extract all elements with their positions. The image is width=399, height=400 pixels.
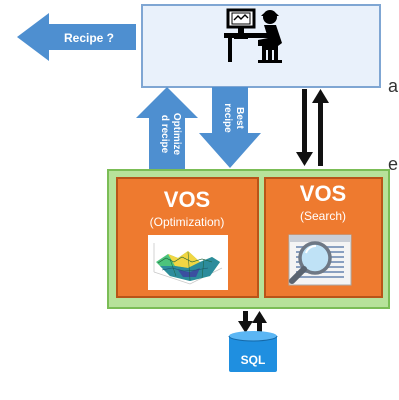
sql-down-black-arrow	[238, 311, 253, 333]
optimized-recipe-label-2: d recipe	[159, 115, 170, 154]
vos-search-subtitle: (Search)	[300, 209, 346, 223]
sql-label: SQL	[241, 353, 266, 367]
cropped-text-a: a	[388, 76, 399, 96]
best-recipe-label-1: Best	[234, 107, 245, 129]
best-recipe-down-arrow	[199, 87, 261, 168]
search-exchange-arrows	[296, 89, 329, 166]
up-black-arrow	[312, 89, 329, 166]
engineer-at-computer-icon	[224, 8, 282, 63]
magnifier-document-icon	[288, 234, 352, 286]
best-recipe-label-2: recipe	[222, 103, 233, 133]
vos-search-title: VOS	[300, 181, 346, 206]
recipe-query-arrow	[17, 13, 136, 61]
cropped-text-e: e	[388, 154, 399, 174]
sql-database-icon: SQL	[228, 331, 278, 372]
vos-optimization-title: VOS	[164, 187, 210, 212]
optimized-recipe-label-1: Optimize	[171, 113, 182, 156]
surface-plot-icon	[148, 235, 228, 290]
recipe-query-label: Recipe ?	[64, 31, 114, 45]
vos-optimization-subtitle: (Optimization)	[150, 215, 225, 229]
sql-up-black-arrow	[252, 311, 267, 333]
sql-exchange-arrows	[238, 311, 267, 333]
optimized-recipe-up-arrow	[136, 87, 198, 170]
down-black-arrow	[296, 89, 313, 166]
